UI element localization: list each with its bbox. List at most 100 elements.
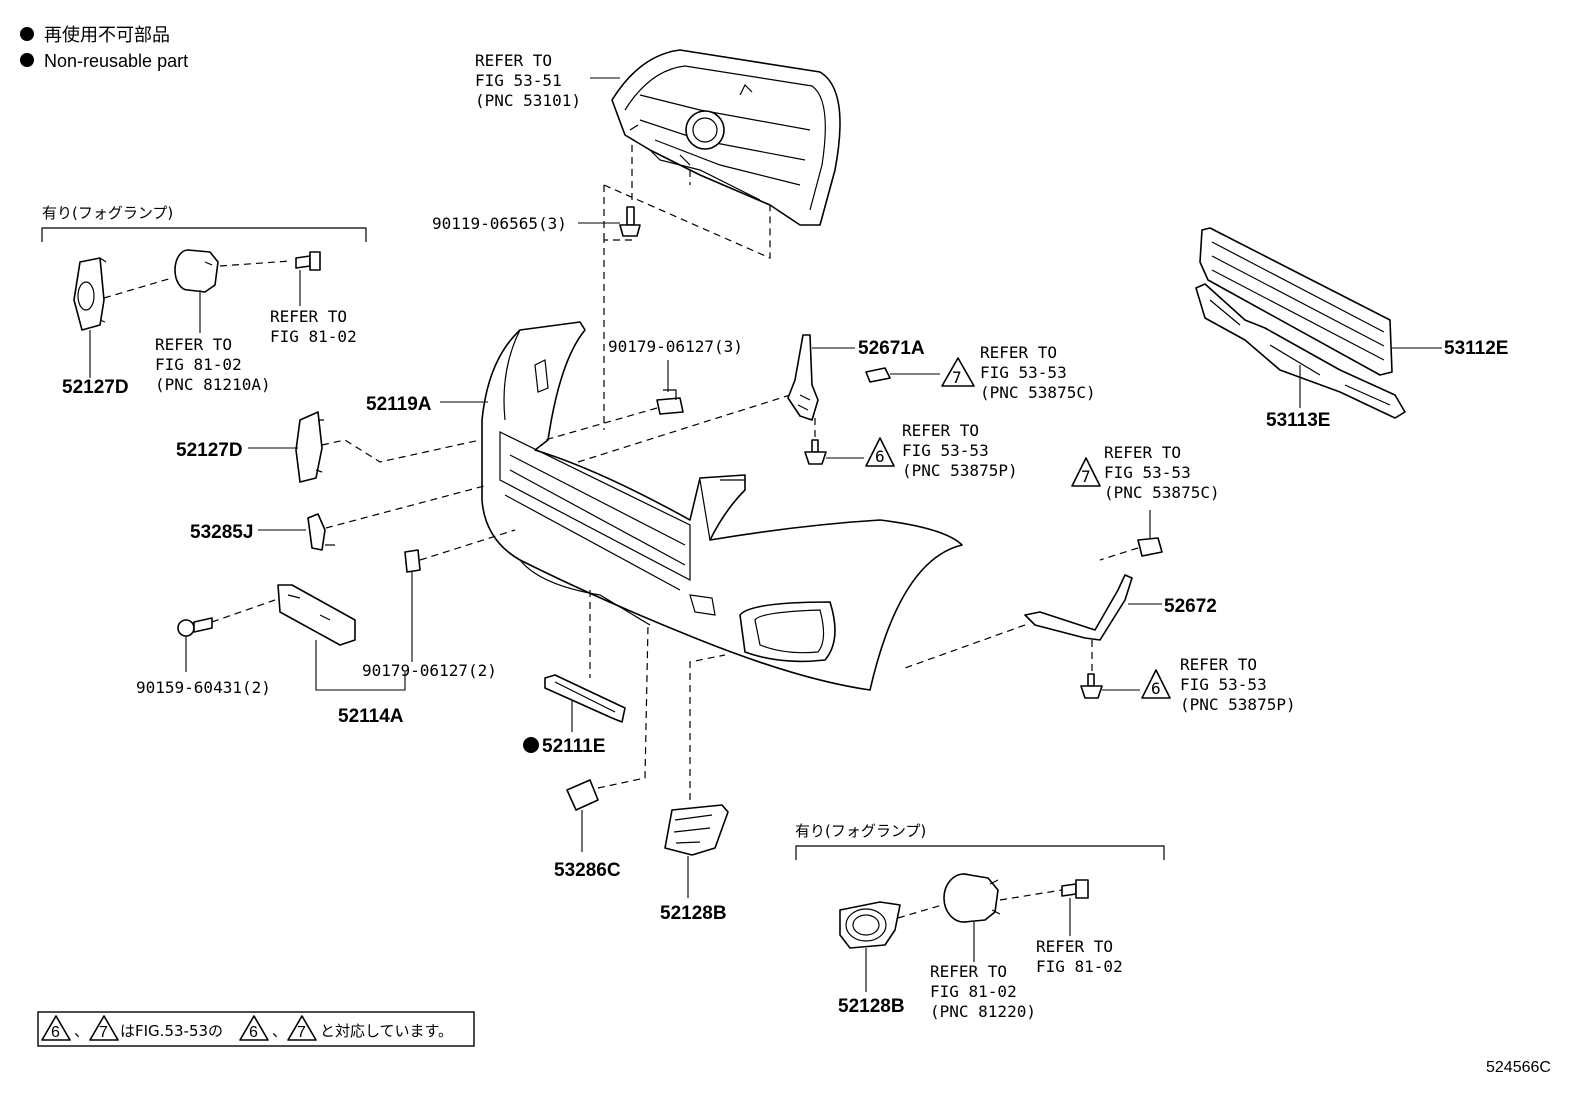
fog-group-label-left: 有り(フォグランプ) xyxy=(42,204,173,222)
bolt-right-drawing xyxy=(1061,879,1089,899)
bolt-90159-drawing xyxy=(177,617,213,637)
part-52114A: 52114A xyxy=(338,706,404,727)
fog-right-ref-1: REFER TO xyxy=(930,962,1007,981)
fog-lamp-right-drawing xyxy=(943,873,1001,923)
non-reusable-bullet-icon xyxy=(20,53,34,67)
clip6-upper-ref-2: FIG 53-53 xyxy=(902,441,989,460)
part-52127D: 52127D xyxy=(176,440,243,461)
non-reusable-bullet-icon xyxy=(20,27,34,41)
part-52128B-lower: 52128B xyxy=(660,903,727,924)
svg-text:7: 7 xyxy=(99,1024,108,1041)
bolt-right-ref-2: FIG 81-02 xyxy=(1036,957,1123,976)
part-52119A: 52119A xyxy=(366,394,432,415)
bolt-left-drawing xyxy=(295,251,321,271)
clip7-right-ref-3: (PNC 53875C) xyxy=(1104,483,1220,502)
legend-en: Non-reusable part xyxy=(44,51,188,71)
triangle-7-icon xyxy=(941,357,975,387)
clip6-right-ref-1: REFER TO xyxy=(1180,655,1257,674)
clip6-right-ref-2: FIG 53-53 xyxy=(1180,675,1267,694)
part-52671A: 52671A xyxy=(858,338,925,359)
part-90179-lower: 90179-06127(2) xyxy=(362,661,497,680)
clip7-upper-ref-3: (PNC 53875C) xyxy=(980,383,1096,402)
bracket-52672-drawing xyxy=(1024,574,1133,641)
fog-left-ref-1: REFER TO xyxy=(155,335,232,354)
note-text-tail: と対応しています。 xyxy=(320,1022,453,1040)
svg-text:6: 6 xyxy=(51,1024,60,1041)
triangle-6-icon xyxy=(865,437,895,467)
grille-53112E-drawing xyxy=(1199,227,1393,376)
svg-text:6: 6 xyxy=(1151,679,1161,698)
part-52111E: 52111E xyxy=(542,736,605,757)
bolt-right-ref-1: REFER TO xyxy=(1036,937,1113,956)
part-90159-60431: 90159-60431(2) xyxy=(136,678,271,697)
fog-group-bracket-right xyxy=(795,845,1165,860)
illustration-id: 524566C xyxy=(1486,1059,1551,1076)
note-text-mid: はFIG.53-53の xyxy=(120,1022,223,1040)
grille-ref-1: REFER TO xyxy=(475,51,552,70)
fog-cover-52127D-top-drawing xyxy=(73,257,107,331)
fog-right-ref-2: FIG 81-02 xyxy=(930,982,1017,1001)
clip6-upper-ref-3: (PNC 53875P) xyxy=(902,461,1018,480)
svg-text:、: 、 xyxy=(272,1022,287,1040)
part-52672: 52672 xyxy=(1164,596,1217,617)
retainer-52114A-drawing xyxy=(277,584,356,646)
bolt-left-ref-1: REFER TO xyxy=(270,307,347,326)
triangle-6-icon xyxy=(41,1015,71,1041)
clip-7-right-drawing xyxy=(1137,537,1163,557)
triangle-7-icon xyxy=(89,1015,119,1041)
clip-7-upper-drawing xyxy=(865,367,891,383)
cap-53286C-drawing xyxy=(566,779,599,811)
clip-6-right-drawing xyxy=(1080,673,1103,699)
svg-text:、: 、 xyxy=(74,1022,89,1040)
fog-group-bracket-left xyxy=(41,227,367,242)
triangle-7-icon xyxy=(1071,457,1101,487)
bumper-cover-52119A-drawing xyxy=(481,321,963,691)
fog-lamp-left-drawing xyxy=(174,249,219,293)
screw-90119-drawing xyxy=(619,206,641,237)
svg-text:7: 7 xyxy=(297,1024,306,1041)
bolt-left-ref-2: FIG 81-02 xyxy=(270,327,357,346)
clip6-right-ref-3: (PNC 53875P) xyxy=(1180,695,1296,714)
fog-left-ref-2: FIG 81-02 xyxy=(155,355,242,374)
bracket-52671A-drawing xyxy=(787,334,819,421)
triangle-6-icon xyxy=(239,1015,269,1041)
clip7-right-ref-2: FIG 53-53 xyxy=(1104,463,1191,482)
grille-53113E-drawing xyxy=(1195,283,1406,419)
non-reusable-bullet-icon xyxy=(523,737,539,753)
fog-left-ref-3: (PNC 81210A) xyxy=(155,375,271,394)
grille-ref-2: FIG 53-51 xyxy=(475,71,562,90)
part-90119-06565: 90119-06565(3) xyxy=(432,214,567,233)
legend-jp: 再使用不可部品 xyxy=(44,25,170,45)
svg-text:6: 6 xyxy=(875,447,885,466)
part-52127D-top: 52127D xyxy=(62,377,129,398)
grille-dash-lines xyxy=(603,145,771,430)
cap-53285J-drawing xyxy=(307,513,335,551)
part-90179-upper: 90179-06127(3) xyxy=(608,337,743,356)
clip7-upper-ref-2: FIG 53-53 xyxy=(980,363,1067,382)
clip-90179-lower-drawing xyxy=(404,549,421,573)
part-53285J: 53285J xyxy=(190,522,253,543)
fog-right-ref-3: (PNC 81220) xyxy=(930,1002,1036,1021)
clip7-upper-ref-1: REFER TO xyxy=(980,343,1057,362)
garnish-52111E-drawing xyxy=(544,674,626,723)
part-53286C: 53286C xyxy=(554,860,621,881)
clip-90179-upper-drawing xyxy=(656,389,684,415)
triangle-7-icon xyxy=(287,1015,317,1041)
fog-cover-52128B-right-drawing xyxy=(839,901,901,949)
clip6-upper-ref-1: REFER TO xyxy=(902,421,979,440)
triangle-6-icon xyxy=(1141,669,1171,699)
part-53113E: 53113E xyxy=(1266,410,1330,431)
fog-cover-52127D-drawing xyxy=(295,411,324,483)
clip7-right-ref-1: REFER TO xyxy=(1104,443,1181,462)
fog-cover-52128B-lower-drawing xyxy=(664,804,729,856)
grille-ref-3: (PNC 53101) xyxy=(475,91,581,110)
svg-text:7: 7 xyxy=(952,368,962,387)
radiator-grille-drawing xyxy=(611,49,841,226)
clip-6-upper-drawing xyxy=(804,439,827,465)
svg-text:6: 6 xyxy=(249,1024,258,1041)
fog-group-label-right: 有り(フォグランプ) xyxy=(795,822,926,840)
part-53112E: 53112E xyxy=(1444,338,1508,359)
svg-text:7: 7 xyxy=(1081,467,1091,486)
part-52128B-right: 52128B xyxy=(838,996,905,1017)
